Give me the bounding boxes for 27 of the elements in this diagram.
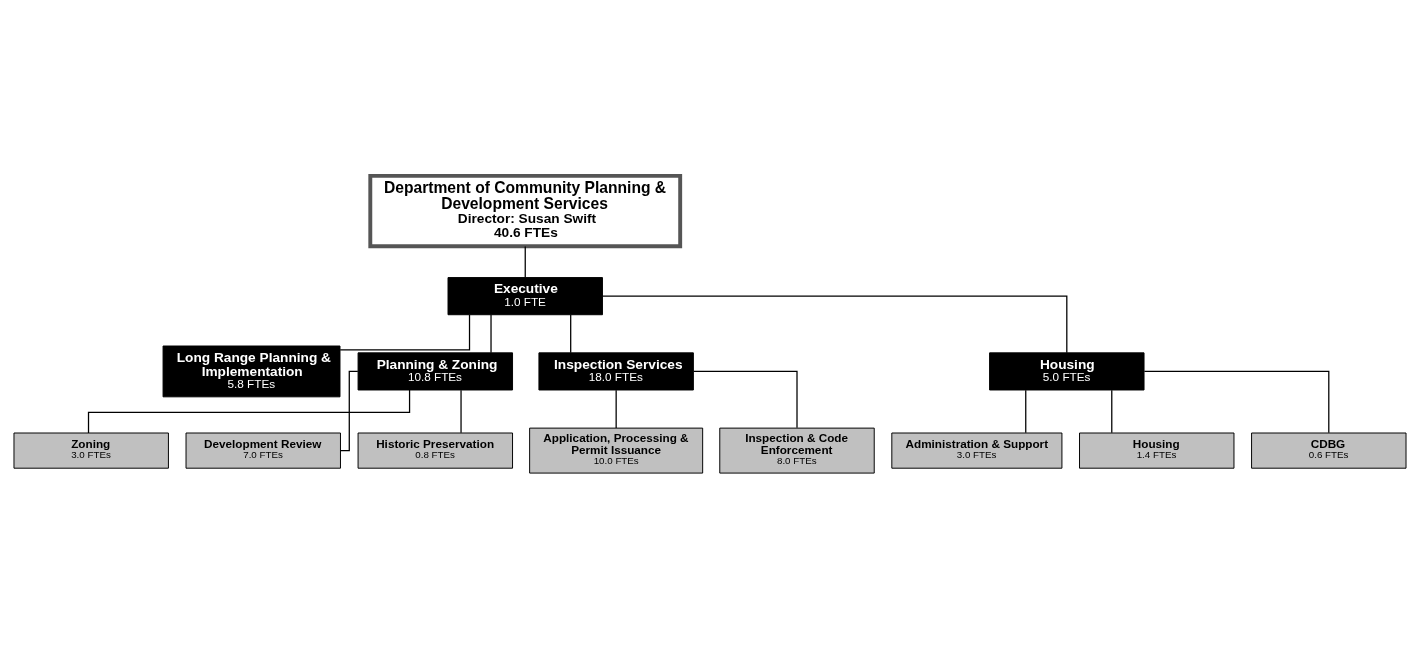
- node-box: Application, Processing & Permit Issuance 10.0 FTEs: [529, 427, 704, 474]
- node-box: Inspection Services 18.0 FTEs: [538, 352, 694, 391]
- node-box: Inspection & Code Enforcement 8.0 FTEs: [719, 427, 875, 474]
- connector: [1025, 389, 1027, 434]
- connector: [693, 370, 798, 429]
- node-box: Administration & Support 3.0 FTEs: [891, 432, 1063, 469]
- node-box: Housing 1.4 FTEs: [1079, 432, 1235, 469]
- node-box: Long Range Planning & Implementation 5.8 FTEs: [162, 345, 341, 398]
- connector: [1111, 389, 1113, 434]
- connector: [524, 245, 526, 278]
- connector: [615, 389, 617, 429]
- node-box: Historic Preservation 0.8 FTEs: [357, 432, 513, 469]
- node-box: Executive 1.0 FTE: [447, 277, 603, 316]
- node-box: Zoning 3.0 FTEs: [13, 432, 169, 469]
- node-box: CDBG 0.6 FTEs: [1251, 432, 1407, 469]
- connector: [601, 295, 1068, 354]
- node-box: Housing 5.0 FTEs: [989, 352, 1145, 391]
- node-box: Planning & Zoning 10.8 FTEs: [357, 352, 513, 391]
- node-box: Department of Community Planning & Development Services Director: Susan Swift 40.6 FTEs: [368, 173, 683, 249]
- connector: [490, 314, 492, 354]
- connector: [340, 370, 359, 452]
- connector: [339, 314, 471, 351]
- connector: [87, 389, 411, 434]
- node-box: Development Review 7.0 FTEs: [185, 432, 341, 469]
- connector: [570, 314, 572, 354]
- connector: [460, 389, 462, 434]
- connector: [1143, 370, 1330, 434]
